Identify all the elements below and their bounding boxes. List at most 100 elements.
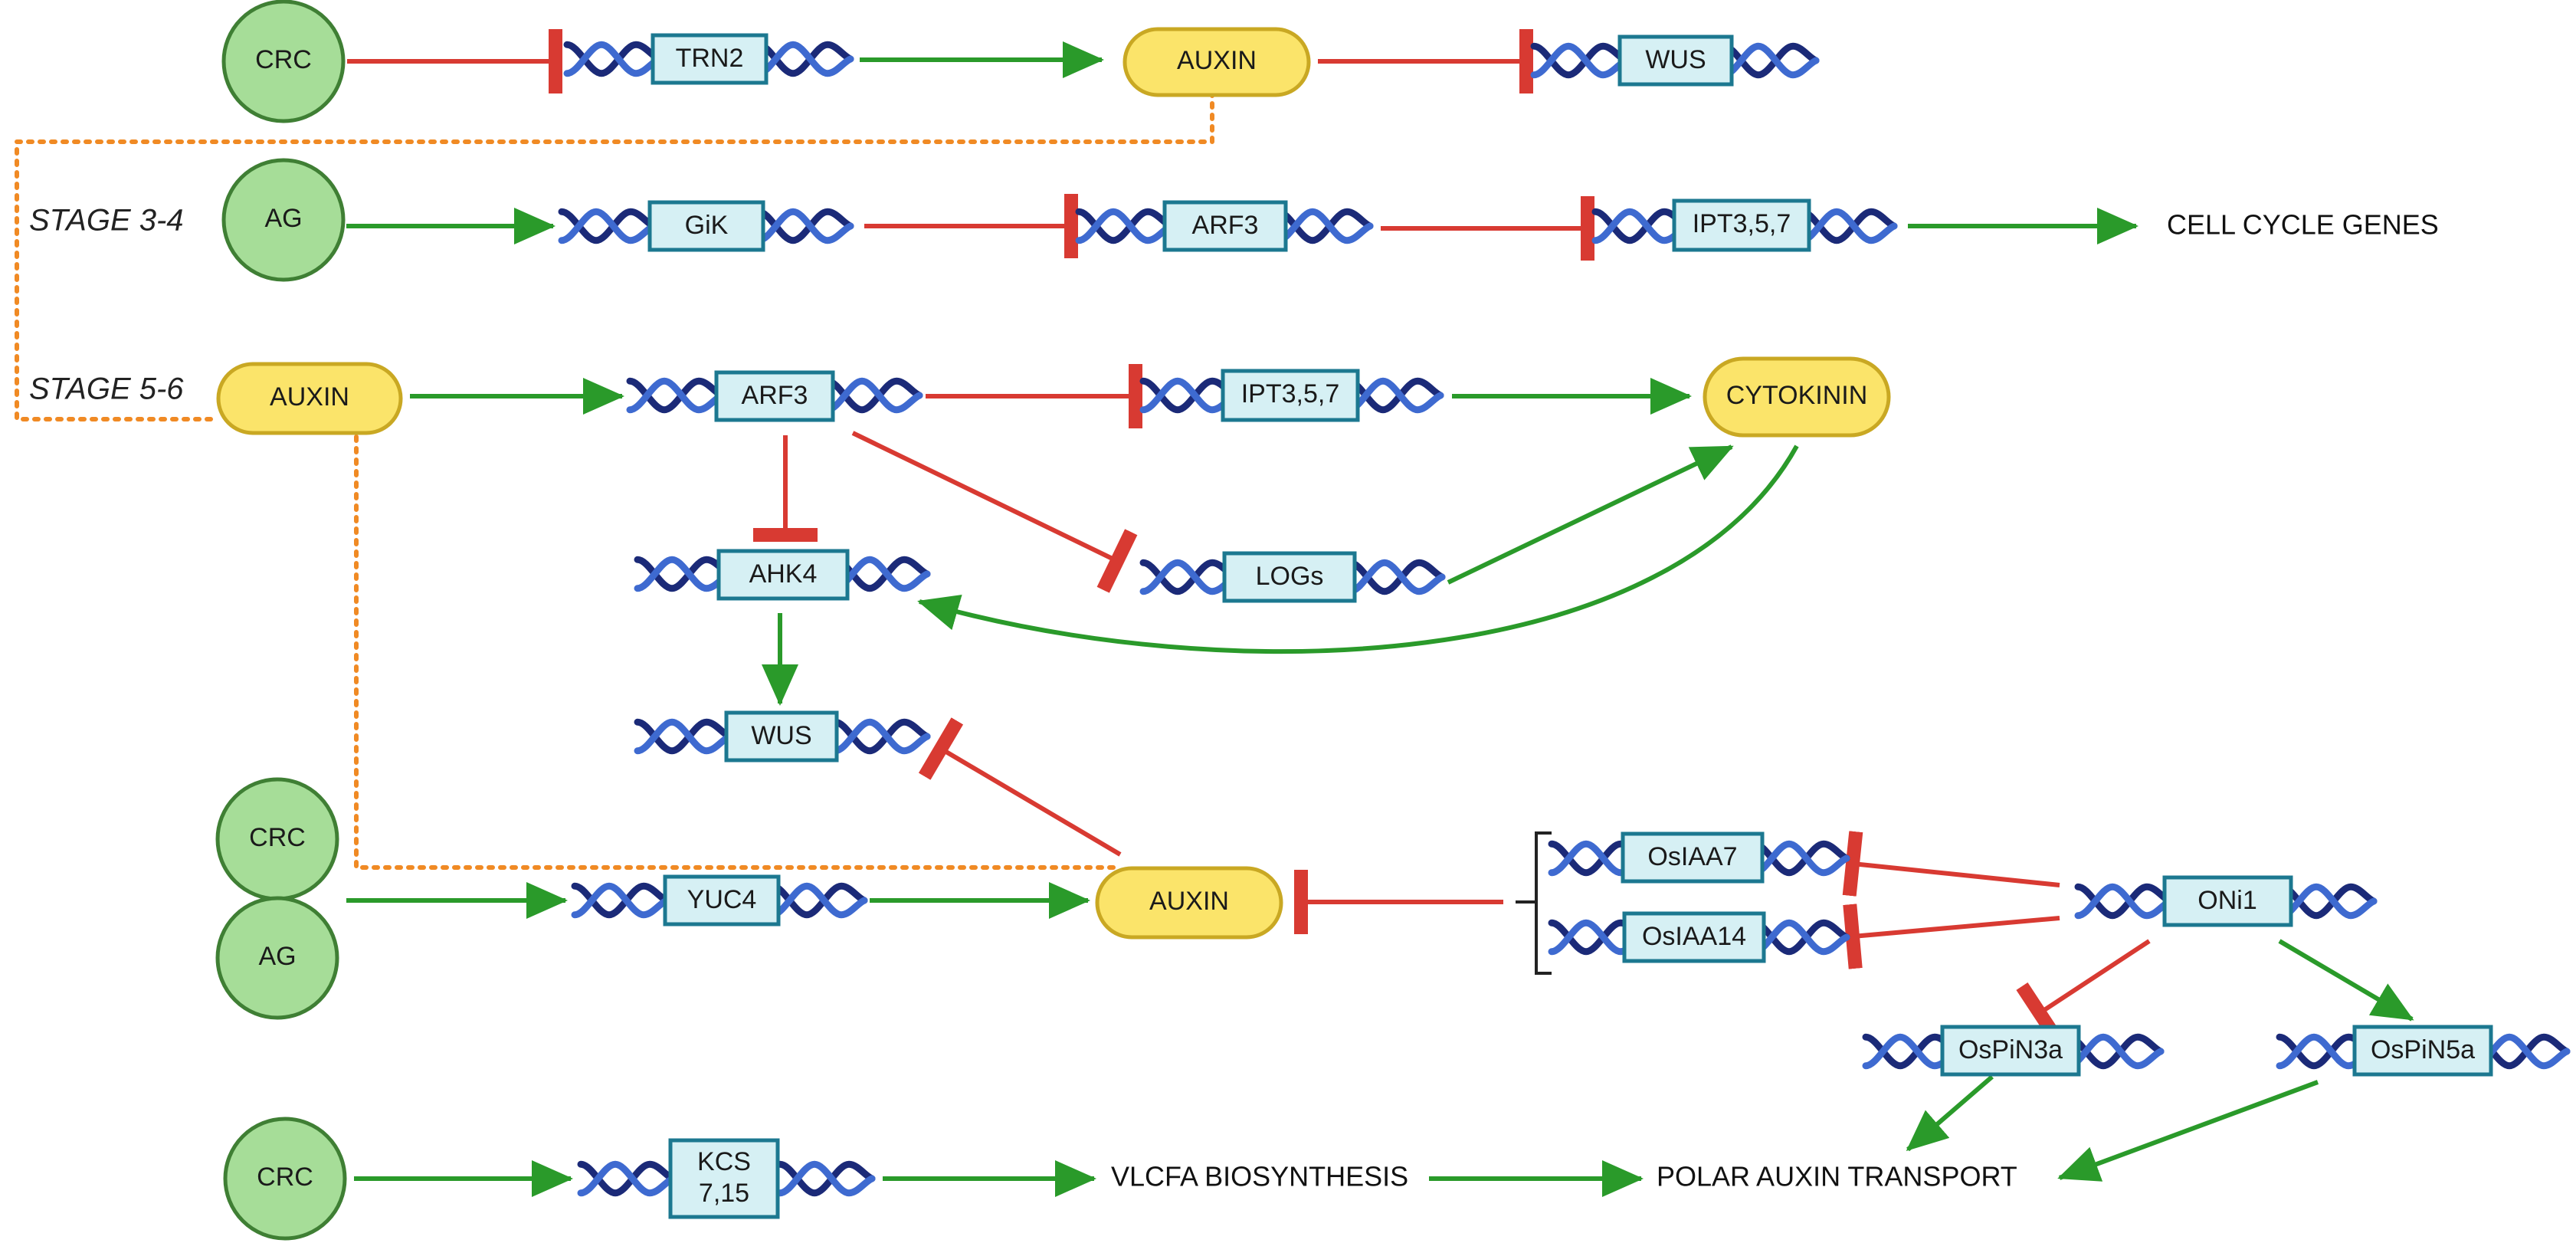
protein-label: CRC [255, 45, 312, 74]
hormone-auxin-top: AUXIN [1122, 27, 1311, 97]
gene-kcs: KCS 7,15 [581, 1138, 872, 1219]
dna-double-helix-icon [780, 1164, 872, 1193]
gene-label-line1: KCS [697, 1147, 751, 1176]
protein-crc-middle: CRC [215, 777, 339, 901]
hormone-cytokinin: CYTOKININ [1703, 356, 1891, 438]
gene-ipt-stage56: IPT3,5,7 [1143, 369, 1440, 422]
gene-label: OsIAA14 [1642, 922, 1746, 951]
gene-wus-top: WUS [1534, 34, 1816, 87]
ospin5a-activates-polar-transport [2057, 1080, 2319, 1182]
gene-ahk4: AHK4 [637, 549, 927, 601]
stage-3-4-label: STAGE 3-4 [29, 204, 184, 238]
ospin3a-activates-polar-transport [1906, 1074, 1994, 1152]
oni1-activates-ospin5a [2278, 939, 2414, 1022]
gene-label: ARF3 [742, 381, 808, 410]
dna-double-helix-icon [581, 1164, 673, 1193]
dna-double-helix-icon [1534, 46, 1626, 75]
protein-label: CRC [257, 1163, 313, 1192]
protein-crc-bottom: CRC [223, 1117, 347, 1241]
dna-double-helix-icon [637, 559, 729, 589]
gene-osiaa7: OsIAA7 [1552, 831, 1847, 884]
gene-yuc4: YUC4 [575, 874, 864, 927]
hormone-nodes: AUXIN AUXIN CYTOKININ AUXIN [216, 27, 1891, 940]
protein-label: AG [258, 942, 296, 971]
dna-double-helix-icon [630, 381, 722, 410]
hormone-auxin-middle: AUXIN [1095, 866, 1283, 940]
oni1-inhibits-osiaa14 [1843, 904, 2060, 969]
gene-oni1: ONi1 [2078, 875, 2374, 927]
protein-label: AG [264, 204, 302, 233]
dna-double-helix-icon [1802, 212, 1894, 241]
gene-nodes: TRN2 WUS GiK ARF3 IPT3,5,7 [562, 33, 2567, 1219]
gene-label: OsIAA7 [1647, 842, 1737, 871]
protein-ag-middle: AG [215, 896, 339, 1020]
gene-label: IPT3,5,7 [1241, 379, 1340, 408]
hormone-label: CYTOKININ [1726, 381, 1868, 410]
hormone-auxin-stage56: AUXIN [216, 362, 403, 435]
gene-label: WUS [751, 721, 811, 750]
gene-label: TRN2 [676, 44, 744, 73]
gene-label: ARF3 [1192, 211, 1259, 240]
dna-double-helix-icon [828, 381, 919, 410]
dna-double-helix-icon [1278, 212, 1370, 241]
dna-double-helix-icon [567, 44, 659, 74]
dna-double-helix-icon [1143, 562, 1235, 592]
gene-ospin3a: OsPiN3a [1866, 1025, 2161, 1077]
dna-double-helix-icon [1349, 381, 1440, 410]
protein-crc-top: CRC [221, 0, 346, 123]
gene-trn2: TRN2 [567, 33, 850, 85]
dna-double-helix-icon [2069, 1037, 2161, 1066]
dna-double-helix-icon [772, 886, 864, 915]
stage-labels: STAGE 3-4 STAGE 5-6 [29, 204, 184, 406]
stage-5-6-label: STAGE 5-6 [29, 372, 184, 406]
vlcfa-biosynthesis-label: VLCFA BIOSYNTHESIS [1111, 1161, 1408, 1192]
gene-label: ONi1 [2197, 886, 2256, 915]
protein-ag-stage34: AG [221, 158, 346, 282]
edges [346, 29, 2414, 1197]
gene-ospin5a: OsPiN5a [2279, 1025, 2567, 1077]
gene-label: LOGs [1256, 562, 1324, 591]
dna-double-helix-icon [1724, 46, 1816, 75]
dna-double-helix-icon [562, 212, 654, 241]
gene-osiaa14: OsIAA14 [1552, 911, 1847, 963]
polar-auxin-transport-label: POLAR AUXIN TRANSPORT [1657, 1161, 2017, 1192]
gene-wus-stage56: WUS [637, 710, 927, 763]
dna-double-helix-icon [2282, 887, 2374, 916]
dna-double-helix-icon [1079, 212, 1171, 241]
process-labels: CELL CYCLE GENES VLCFA BIOSYNTHESIS POLA… [1111, 209, 2439, 1192]
auxin-inhibits-wus-stage56 [918, 717, 1122, 857]
gene-label: AHK4 [749, 559, 818, 589]
gene-label: WUS [1645, 45, 1706, 74]
dna-double-helix-icon [759, 44, 850, 74]
gene-ipt-stage34: IPT3,5,7 [1595, 198, 1894, 252]
auxin-stage-link-top [15, 90, 1214, 421]
oni1-inhibits-ospin3a [2016, 939, 2151, 1045]
oni1-inhibits-osiaa7 [1842, 831, 2060, 897]
gene-arf3-stage56: ARF3 [630, 370, 919, 422]
protein-label: CRC [249, 823, 306, 852]
dna-double-helix-icon [1755, 844, 1847, 873]
dna-double-helix-icon [637, 722, 729, 751]
logs-activates-cytokinin [1447, 444, 1734, 585]
dna-double-helix-icon [835, 722, 927, 751]
hormone-label: AUXIN [1177, 46, 1257, 75]
hormone-label: AUXIN [270, 382, 349, 412]
protein-nodes: CRC AG CRC AG CRC [215, 0, 347, 1241]
cell-cycle-genes-label: CELL CYCLE GENES [2167, 209, 2439, 241]
hormone-label: AUXIN [1149, 887, 1229, 916]
gene-label-line2: 7,15 [699, 1179, 749, 1208]
dna-double-helix-icon [2078, 887, 2170, 916]
dna-double-helix-icon [759, 212, 850, 241]
gene-label: YUC4 [687, 885, 757, 914]
gene-label: GiK [685, 211, 729, 240]
auxin-stage-link-bottom [354, 435, 1122, 870]
arf3-inhibits-logs [851, 431, 1138, 593]
cytokinin-activates-ahk4 [917, 444, 1799, 654]
gene-label: OsPiN3a [1958, 1035, 2063, 1064]
gene-gik: GiK [562, 200, 850, 252]
gene-label: OsPiN5a [2371, 1035, 2475, 1064]
dna-double-helix-icon [1350, 562, 1442, 592]
auxin-stage-connectors [15, 90, 1214, 870]
dna-double-helix-icon [1755, 923, 1847, 952]
